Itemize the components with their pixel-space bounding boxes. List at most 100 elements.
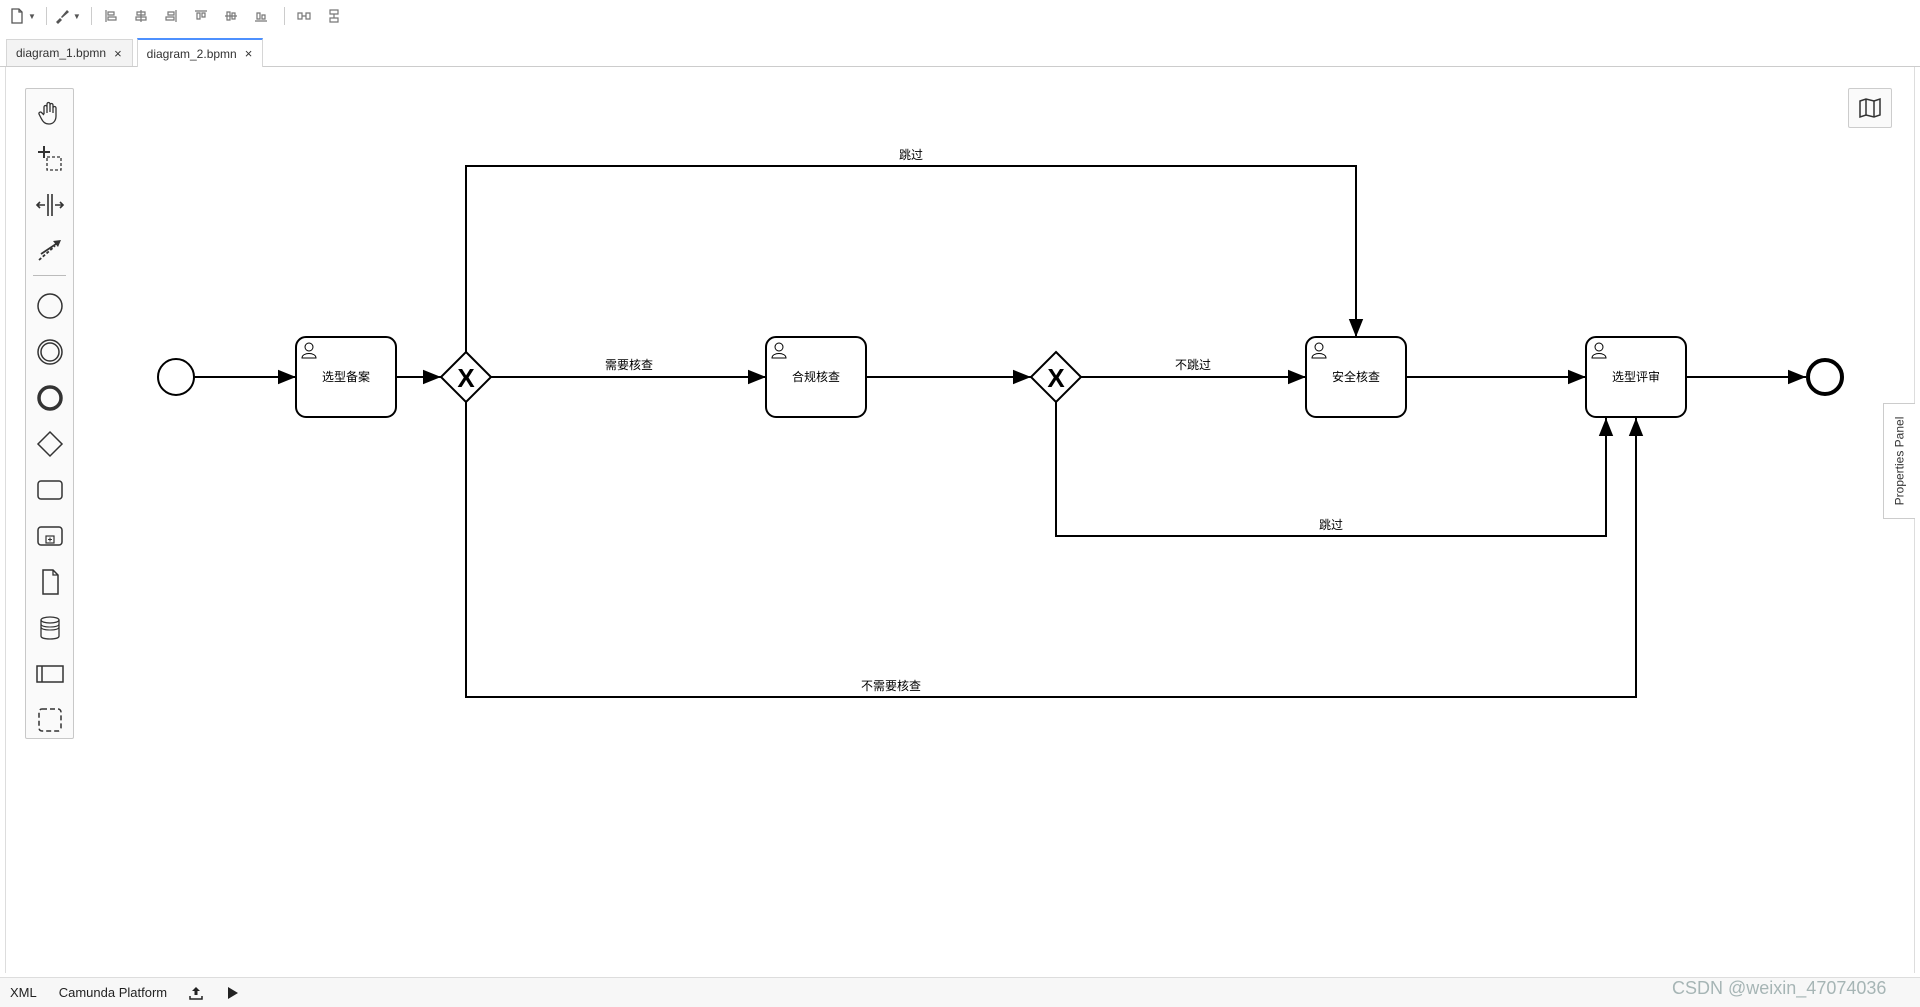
align-right-button[interactable]	[158, 4, 184, 28]
new-file-button[interactable]: ▼	[8, 4, 36, 28]
toolbar-divider	[283, 7, 285, 25]
edit-button[interactable]: ▼	[53, 4, 81, 28]
user-task-3[interactable]: 安全核查	[1305, 336, 1407, 418]
xml-button[interactable]: XML	[10, 985, 37, 1000]
data-object-icon	[41, 569, 59, 595]
space-tool-icon	[35, 194, 64, 216]
task-label: 选型备案	[322, 369, 370, 384]
end-event[interactable]	[1806, 358, 1844, 396]
user-icon	[1591, 342, 1607, 359]
status-bar: XML Camunda Platform	[0, 977, 1920, 1007]
chevron-down-icon: ▼	[28, 11, 36, 21]
align-middle-button[interactable]	[218, 4, 244, 28]
tab-label: diagram_1.bpmn	[16, 46, 107, 60]
flow-label-no-need-check[interactable]: 不需要核查	[861, 679, 921, 693]
file-icon	[11, 8, 23, 24]
subprocess-icon	[36, 526, 63, 546]
distribute-vertical-button[interactable]	[321, 4, 347, 28]
tab-diagram-2[interactable]: diagram_2.bpmn ×	[136, 38, 264, 67]
create-group-button[interactable]	[26, 700, 73, 740]
minimap-toggle-button[interactable]	[1848, 88, 1892, 128]
hand-tool-icon	[37, 101, 57, 125]
group-icon	[37, 708, 62, 732]
flow-label-no-skip[interactable]: 不跳过	[1175, 358, 1211, 372]
global-connect-tool-button[interactable]	[26, 231, 73, 271]
space-tool-button[interactable]	[26, 185, 73, 225]
sequence-flow-skip-middle[interactable]	[1055, 402, 1614, 537]
align-bottom-button[interactable]	[248, 4, 274, 28]
exclusive-gateway-2[interactable]: X	[1029, 350, 1083, 404]
map-icon	[1859, 97, 1881, 119]
sequence-flow-skip-top[interactable]	[465, 165, 1364, 352]
exclusive-gateway-1[interactable]: X	[439, 350, 493, 404]
gateway-marker: X	[457, 363, 475, 393]
align-center-button[interactable]	[128, 4, 154, 28]
data-store-icon	[39, 616, 60, 640]
toolbar-divider	[45, 7, 47, 25]
hand-tool-button[interactable]	[26, 93, 73, 133]
distribute-vertical-icon	[329, 9, 339, 23]
create-start-event-button[interactable]	[26, 286, 73, 326]
task-label: 选型评审	[1612, 369, 1660, 384]
align-center-icon	[135, 10, 147, 22]
close-icon[interactable]: ×	[114, 45, 122, 61]
tab-bar: diagram_1.bpmn × diagram_2.bpmn ×	[0, 37, 1920, 67]
gateway-icon	[36, 430, 63, 458]
align-left-button[interactable]	[98, 4, 124, 28]
flow-label-need-check[interactable]: 需要核查	[605, 358, 653, 372]
brush-icon	[55, 10, 69, 24]
global-connect-tool-icon	[37, 240, 61, 261]
align-right-icon	[165, 10, 177, 22]
chevron-down-icon: ▼	[72, 11, 81, 21]
start-event[interactable]	[157, 358, 195, 396]
intermediate-event-icon	[36, 339, 63, 365]
create-task-button[interactable]	[26, 470, 73, 510]
align-left-icon	[105, 10, 117, 22]
user-task-4[interactable]: 选型评审	[1585, 336, 1687, 418]
create-data-object-button[interactable]	[26, 562, 73, 602]
task-label: 安全核查	[1332, 369, 1380, 384]
start-event-icon	[36, 293, 63, 319]
toolbar-divider	[90, 7, 92, 25]
distribute-horizontal-icon	[297, 12, 311, 20]
user-task-2[interactable]: 合规核查	[765, 336, 867, 418]
flow-label-skip-top[interactable]: 跳过	[899, 148, 923, 162]
watermark: CSDN @weixin_47074036	[1672, 978, 1887, 998]
tab-diagram-1[interactable]: diagram_1.bpmn ×	[6, 39, 133, 66]
palette-divider	[33, 275, 66, 276]
create-intermediate-event-button[interactable]	[26, 332, 73, 372]
lasso-tool-button[interactable]	[26, 139, 73, 179]
platform-button[interactable]: Camunda Platform	[58, 985, 168, 1000]
user-icon	[1311, 342, 1327, 359]
user-icon	[771, 342, 787, 359]
task-icon	[36, 480, 63, 500]
tab-label: diagram_2.bpmn	[146, 46, 237, 61]
deploy-button[interactable]	[189, 986, 203, 1000]
user-task-1[interactable]: 选型备案	[295, 336, 397, 418]
end-event-icon	[36, 385, 63, 411]
align-top-icon	[194, 10, 207, 20]
align-bottom-icon	[254, 12, 267, 22]
properties-panel-label: Properties Panel	[1892, 416, 1907, 506]
start-instance-button[interactable]	[225, 986, 239, 1000]
task-label: 合规核查	[792, 369, 840, 384]
create-gateway-button[interactable]	[26, 424, 73, 464]
align-top-button[interactable]	[188, 4, 214, 28]
align-middle-icon	[224, 11, 237, 21]
close-icon[interactable]: ×	[244, 46, 253, 61]
properties-panel-toggle[interactable]: Properties Panel	[1883, 403, 1915, 519]
sequence-flow-no-need-check[interactable]	[465, 402, 1644, 698]
participant-icon	[35, 665, 64, 683]
play-icon	[228, 986, 239, 999]
distribute-horizontal-button[interactable]	[291, 4, 317, 28]
modeling-canvas[interactable]	[5, 67, 1915, 973]
palette	[25, 88, 74, 739]
flow-label-skip-middle[interactable]: 跳过	[1319, 518, 1343, 532]
toolbar: ▼ ▼	[0, 0, 1920, 32]
create-subprocess-button[interactable]	[26, 516, 73, 556]
create-participant-button[interactable]	[26, 654, 73, 694]
create-end-event-button[interactable]	[26, 378, 73, 418]
upload-icon	[189, 986, 203, 1000]
create-data-store-button[interactable]	[26, 608, 73, 648]
